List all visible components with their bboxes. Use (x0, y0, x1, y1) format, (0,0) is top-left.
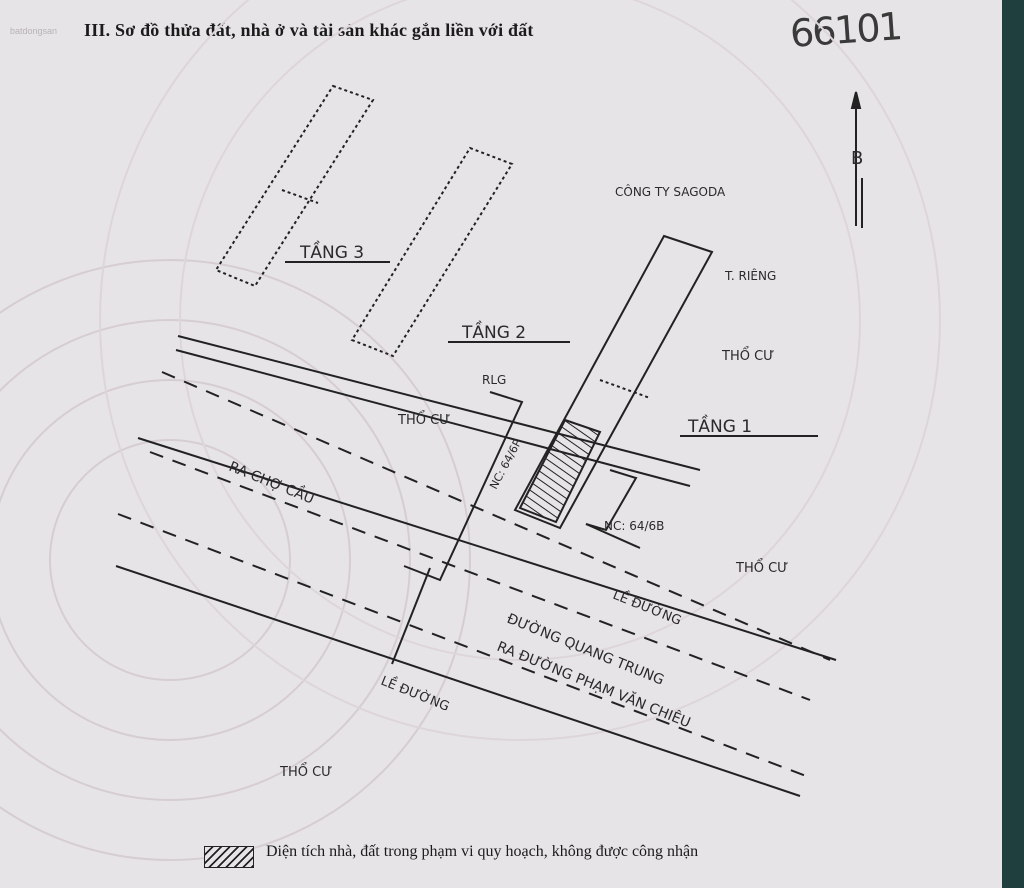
legend-text: Diện tích nhà, đất trong phạm vi quy hoạ… (266, 843, 699, 860)
legend-hatch-swatch (204, 846, 254, 868)
north-arrow (850, 91, 863, 228)
road-ra-cho-cau: RA CHỢ CẦU (227, 456, 318, 507)
certificate-page: batdongsan III. Sơ đồ thửa đất, nhà ở và… (0, 0, 1002, 888)
neighbor-private: T. RIÊNG (724, 268, 776, 283)
neighbor-company: CÔNG TY SAGODA (615, 184, 726, 199)
house-number-right: NC: 64/6B (604, 519, 664, 533)
floor1-plan (513, 234, 714, 530)
road-lines (115, 335, 837, 797)
floor1-label: TẦNG 1 (687, 413, 752, 437)
floor3-label: TẦNG 3 (299, 239, 364, 263)
rlg-label: RLG (482, 373, 506, 387)
neighbor-residential-se: THỔ CƯ (735, 559, 788, 576)
road-le-duong-2: LỀ ĐƯỜNG (379, 672, 453, 715)
floor2-label: TẦNG 2 (461, 319, 526, 343)
background-seal (0, 0, 941, 861)
neighbor-residential-south: THỔ CƯ (279, 763, 332, 780)
neighbor-residential-west: THỔ CƯ (397, 411, 450, 428)
hatched-area (518, 418, 602, 524)
neighbor-residential-east: THỔ CƯ (721, 347, 774, 364)
floor3-plan (214, 84, 375, 288)
neighbor-lots (403, 391, 641, 582)
north-label: B (851, 148, 863, 169)
floor2-plan (350, 146, 514, 358)
site-plan: B TẦNG 3 TẦNG 2 TẦNG 1 (0, 0, 941, 861)
watermark: batdongsan (10, 26, 58, 36)
section-title: III. Sơ đồ thửa đất, nhà ở và tài sản kh… (84, 20, 534, 40)
